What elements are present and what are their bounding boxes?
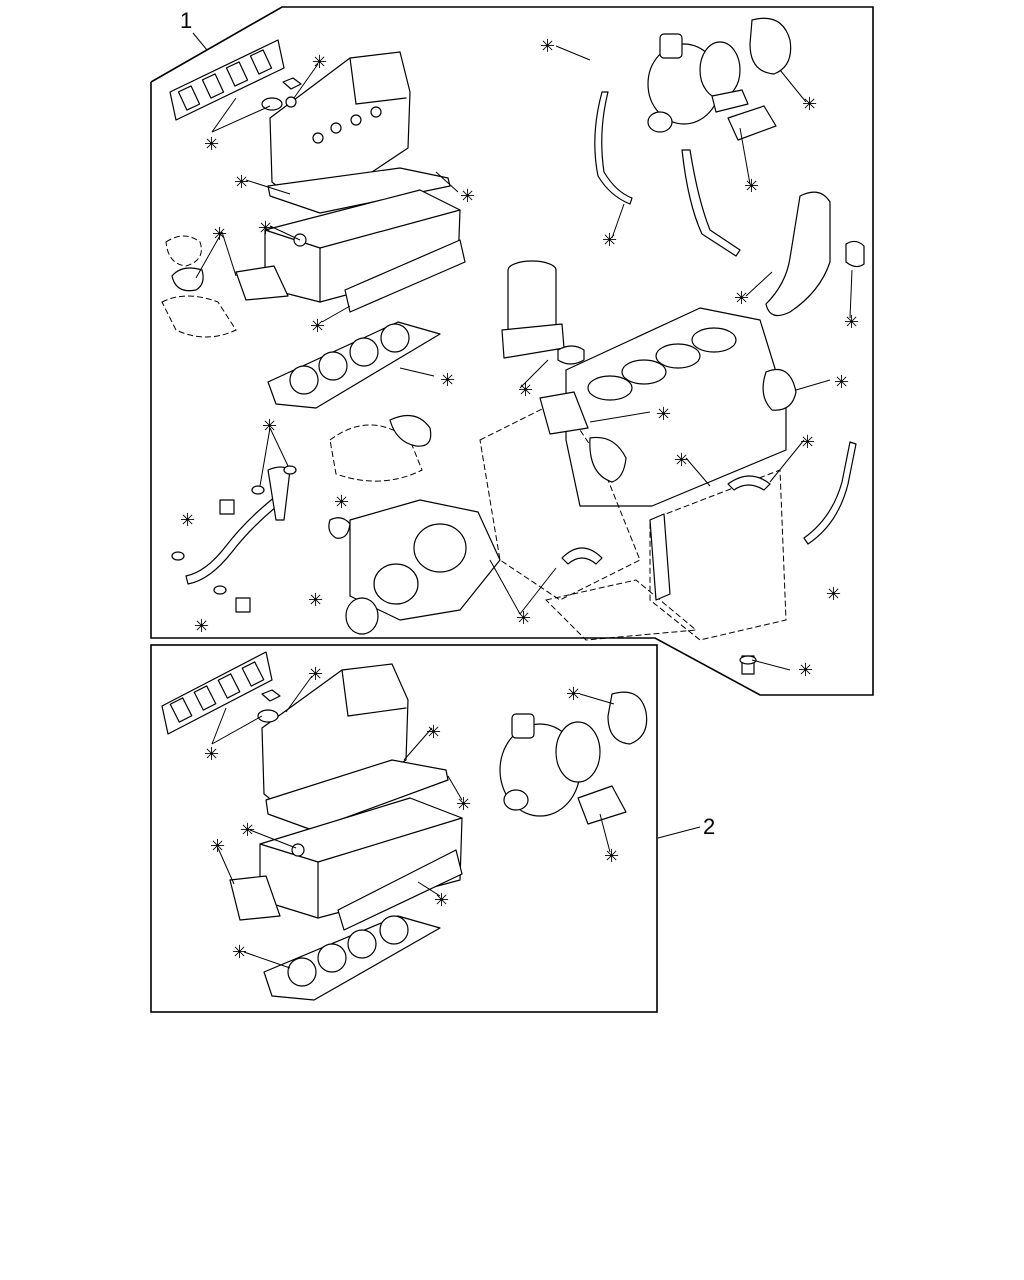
thermostat-housing-gaskets <box>161 235 289 338</box>
engine-block <box>479 307 787 641</box>
front-cover-assembly <box>349 499 501 621</box>
cover-nut-washer <box>285 96 297 108</box>
crankshaft-front-seal <box>345 597 379 635</box>
kit2-exhaust-manifold-gasket <box>161 651 273 735</box>
kit2-turbo-flange-gasket <box>607 691 648 745</box>
marker: ✳ <box>460 186 475 207</box>
banjo-bolt-2 <box>235 597 251 613</box>
kit2-oil-filler-seal <box>257 709 279 723</box>
marker: ✳ <box>456 794 471 815</box>
front-plate-gasket <box>539 391 589 435</box>
callout-1-label: 1 <box>180 8 192 33</box>
kit-2-markers: ✳ ✳ ✳ ✳ ✳ ✳ ✳ ✳ ✳ ✳ <box>204 664 619 963</box>
main-bearing-upper <box>561 547 603 565</box>
marker: ✳ <box>334 492 349 513</box>
kit-1-markers: ✳ ✳ ✳ ✳ ✳ ✳ ✳ ✳ ✳ ✳ ✳ ✳ ✳ ✳ ✳ ✳ ✳ ✳ ✳ ✳ … <box>180 36 859 681</box>
marker: ✳ <box>798 660 813 681</box>
marker: ✳ <box>518 380 533 401</box>
washer-1 <box>171 551 185 561</box>
kit-2-parts: ✳ ✳ ✳ ✳ ✳ ✳ ✳ ✳ ✳ ✳ <box>161 651 648 1001</box>
kit-1-parts: ✳ ✳ ✳ ✳ ✳ ✳ ✳ ✳ ✳ ✳ ✳ ✳ ✳ ✳ ✳ ✳ ✳ ✳ ✳ ✳ … <box>161 17 865 681</box>
oil-filter-gasket <box>557 345 585 365</box>
dipstick-tube <box>803 441 857 545</box>
marker: ✳ <box>308 590 323 611</box>
oil-pump-gasket <box>589 436 627 483</box>
marker: ✳ <box>844 312 859 333</box>
main-bearing-lower <box>727 475 771 491</box>
turbo-outlet-gasket <box>727 105 777 141</box>
timing-cover-ghost <box>329 424 423 482</box>
kit2-cylinder-head-gasket <box>263 915 441 1001</box>
marker: ✳ <box>258 218 273 239</box>
marker: ✳ <box>204 134 219 155</box>
kit-1-leaders <box>195 45 853 671</box>
timing-cover-gasket <box>389 414 432 447</box>
kit-2-frame <box>150 644 658 1013</box>
marker: ✳ <box>440 370 455 391</box>
marker: ✳ <box>602 230 617 251</box>
kit-2-leaders <box>211 675 615 969</box>
marker: ✳ <box>744 176 759 197</box>
kit2-oil-filler-cap <box>261 689 281 702</box>
kit2-intake-manifold-gasket <box>337 849 463 931</box>
turbo-oil-feed-pipe <box>594 91 633 205</box>
marker: ✳ <box>800 432 815 453</box>
marker: ✳ <box>180 510 195 531</box>
marker: ✳ <box>604 846 619 867</box>
valve-cover <box>269 51 411 206</box>
intake-manifold-gasket <box>344 239 466 313</box>
oil-level-gauge-body <box>649 513 671 601</box>
marker: ✳ <box>734 288 749 309</box>
marker: ✳ <box>834 372 849 393</box>
marker: ✳ <box>566 684 581 705</box>
rear-main-seal <box>762 368 797 411</box>
marker: ✳ <box>204 744 219 765</box>
kit-1-frame <box>150 6 874 696</box>
washer-4 <box>283 465 297 475</box>
marker: ✳ <box>194 616 209 637</box>
water-outlet-pipe <box>765 191 831 317</box>
callout-2: 2 <box>657 814 715 839</box>
cylinder-head-gasket <box>267 321 441 409</box>
banjo-bolt-1 <box>219 499 235 515</box>
washer-3 <box>251 485 265 495</box>
exhaust-manifold-gasket <box>169 39 285 121</box>
marker: ✳ <box>826 584 841 605</box>
turbocharger <box>647 33 741 133</box>
marker: ✳ <box>656 404 671 425</box>
turbo-oil-return-pipe <box>681 149 741 257</box>
marker: ✳ <box>802 94 817 115</box>
kit2-turbo-outlet-gasket <box>577 785 627 825</box>
marker: ✳ <box>674 450 689 471</box>
water-pump-gasket <box>328 517 351 539</box>
marker: ✳ <box>234 172 249 193</box>
oil-pipe-upper <box>267 466 291 521</box>
kit2-turbocharger <box>499 713 601 817</box>
oil-filler-cap <box>282 77 302 90</box>
marker: ✳ <box>262 416 277 437</box>
callout-1: 1 <box>180 8 208 51</box>
valve-cover-gasket <box>267 167 451 214</box>
marker: ✳ <box>240 820 255 841</box>
marker: ✳ <box>210 836 225 857</box>
washer-2 <box>213 585 227 595</box>
oil-filter <box>501 260 565 359</box>
turbo-inlet-gasket <box>711 89 749 113</box>
marker: ✳ <box>212 224 227 245</box>
water-outlet-gasket <box>845 240 865 268</box>
callout-2-label: 2 <box>703 814 715 839</box>
drain-plug-washer <box>739 655 757 665</box>
marker: ✳ <box>434 890 449 911</box>
marker: ✳ <box>310 316 325 337</box>
marker: ✳ <box>232 942 247 963</box>
turbo-flange-gasket <box>749 17 792 75</box>
marker: ✳ <box>540 36 555 57</box>
marker: ✳ <box>426 722 441 743</box>
kit2-thermostat-gasket <box>229 875 281 921</box>
marker: ✳ <box>308 664 323 685</box>
kit2-valve-cover-gasket <box>265 759 449 831</box>
